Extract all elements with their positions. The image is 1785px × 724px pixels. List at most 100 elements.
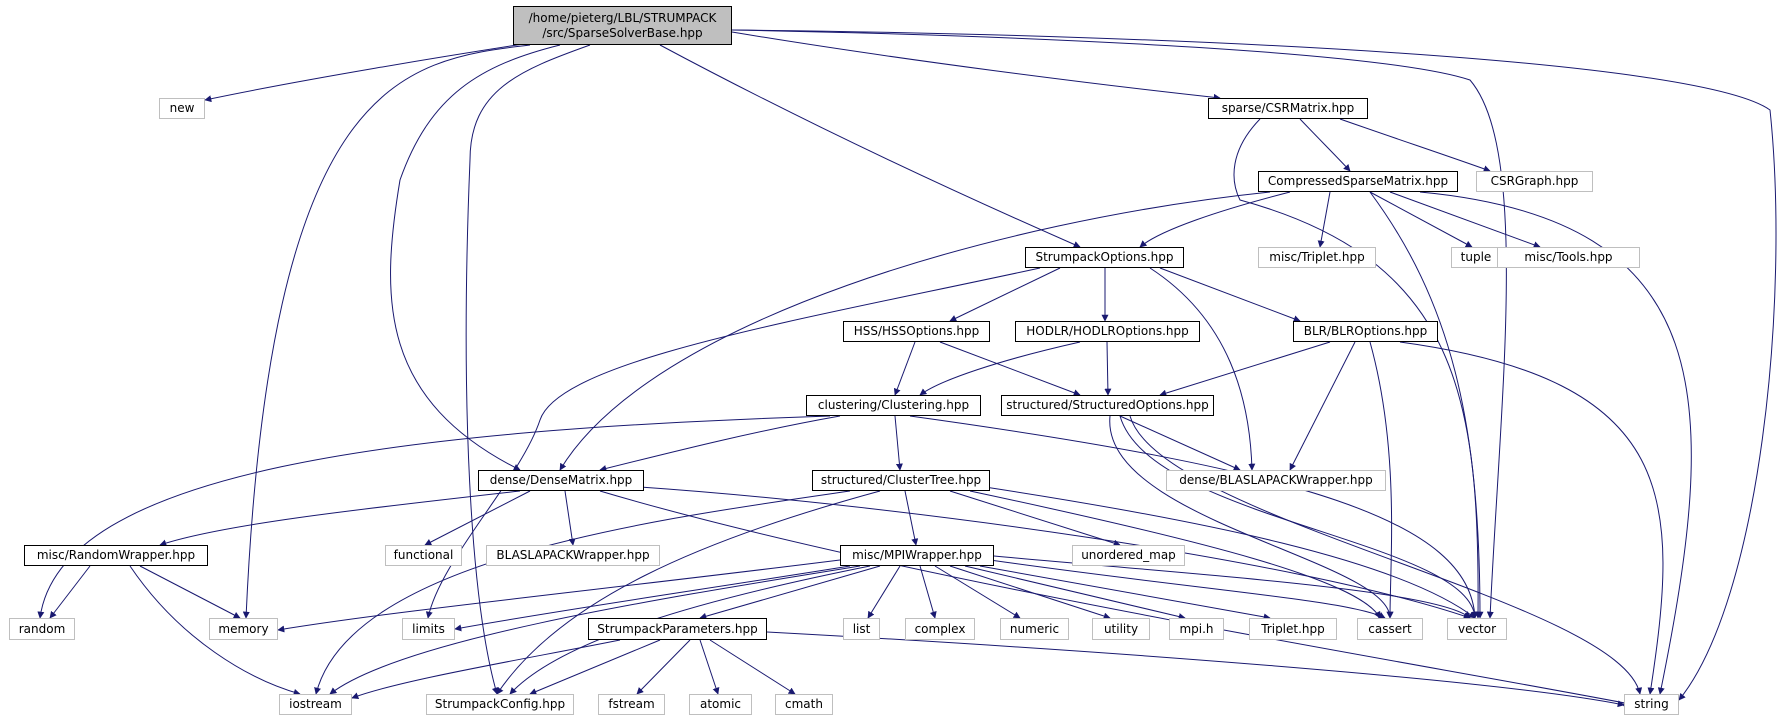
edge-mpi-memory [277,559,841,633]
edge-par-fstream [636,639,691,695]
node-strumpackoptions[interactable]: StrumpackOptions.hpp [1025,247,1184,268]
node-unordered-map[interactable]: unordered_map [1072,545,1185,566]
edge-clu-clustertree [894,415,903,471]
edge-sto-string [1129,415,1643,695]
edge-ct-cassert [969,490,1381,619]
edge-root-vector [731,29,1507,619]
edge-dm-blaslapack [564,490,576,546]
edge-sto-cassert [1109,415,1394,619]
node-hssoptions[interactable]: HSS/HSSOptions.hpp [843,321,990,342]
edge-clu-vector [909,415,1479,619]
edge-mpi-iostream [329,565,861,695]
node-iostream[interactable]: iostream [279,694,352,715]
edge-mpi-utility [949,565,1111,620]
edge-root-csrmatrix [731,31,1221,101]
node-random[interactable]: random [9,618,75,640]
edge-cmp-strumpackoptions [1139,191,1291,248]
node-triplet[interactable]: Triplet.hpp [1249,618,1337,640]
edge-mpi-cassert [989,559,1386,619]
edge-root-memory [242,44,531,619]
edge-root-strumpackconfig [465,44,591,695]
edge-mpi-params [699,565,881,620]
node-structuredoptions[interactable]: structured/StructuredOptions.hpp [1001,395,1214,416]
node-misc-triplet[interactable]: misc/Triplet.hpp [1258,247,1376,268]
edge-cmp-tuple [1369,191,1473,248]
node-strumpackparameters[interactable]: StrumpackParameters.hpp [588,618,767,640]
node-hodlroptions[interactable]: HODLR/HODLROptions.hpp [1015,321,1200,342]
node-blroptions[interactable]: BLR/BLROptions.hpp [1293,321,1438,342]
node-atomic[interactable]: atomic [689,694,752,715]
node-compressedsparsematrix[interactable]: CompressedSparseMatrix.hpp [1258,171,1458,192]
edge-par-config [529,639,661,695]
node-strumpackconfig[interactable]: StrumpackConfig.hpp [426,694,574,715]
node-mpiwrapper[interactable]: misc/MPIWrapper.hpp [840,545,994,566]
edge-hodlr-structuredopts [1104,341,1112,396]
node-new[interactable]: new [159,98,205,119]
edge-root-new [204,39,551,103]
node-complex[interactable]: complex [905,618,975,640]
edge-clu-densematrix [599,415,841,472]
node-misc-tools[interactable]: misc/Tools.hpp [1497,247,1640,268]
node-clustertree[interactable]: structured/ClusterTree.hpp [812,470,990,491]
edge-csr-csrgraph [1339,118,1491,173]
edge-mpi-limits [454,565,851,632]
node-sparsesolverbase[interactable]: /home/pieterg/LBL/STRUMPACK /src/SparseS… [513,6,732,45]
edge-cmp-string [1419,191,1692,695]
node-blaslapackwrapper[interactable]: BLASLAPACKWrapper.hpp [486,545,660,566]
edge-blr-cassert [1369,341,1394,619]
edge-cmp-triplet [1317,191,1331,248]
edge-dm-random [159,490,521,547]
dependency-edges [37,29,1777,708]
edge-ct-mpi [904,490,919,546]
edge-mpi-numeric [934,565,1021,619]
edge-so-blr [1159,267,1301,323]
edge-dm-vector [639,486,1471,620]
edge-blr-structuredopts [1159,341,1331,397]
node-randomwrapper[interactable]: misc/RandomWrapper.hpp [24,545,208,566]
node-csrgraph[interactable]: CSRGraph.hpp [1476,171,1593,192]
edge-par-atomic [699,639,720,695]
node-cmath[interactable]: cmath [775,694,833,715]
node-numeric[interactable]: numeric [1000,618,1069,640]
edge-ct-iostream [314,490,851,695]
node-memory[interactable]: memory [209,618,278,640]
edge-blr-string [1399,341,1664,695]
node-vector[interactable]: vector [1447,618,1507,640]
node-fstream[interactable]: fstream [598,694,665,715]
edge-hodlr-clustering [919,341,1081,396]
edge-root-string [731,29,1777,701]
node-string[interactable]: string [1624,694,1679,715]
node-tuple[interactable]: tuple [1451,247,1501,268]
edge-mpi-vector [993,555,1471,619]
node-list[interactable]: list [843,618,880,640]
edge-csr-compressed [1299,118,1351,172]
edge-par-cmath [709,639,796,695]
edge-hss-structuredopts [939,341,1081,397]
edge-dm-functional [424,490,531,546]
node-utility[interactable]: utility [1092,618,1150,640]
node-densematrix[interactable]: dense/DenseMatrix.hpp [478,470,644,491]
node-functional[interactable]: functional [385,545,462,566]
edge-root-densematrix [390,44,561,471]
edge-root-strumpackoptions [659,44,1081,248]
node-csrmatrix[interactable]: sparse/CSRMatrix.hpp [1208,98,1368,119]
edge-mpi-list [867,565,901,619]
node-dense-blaslapackwrapper[interactable]: dense/BLASLAPACKWrapper.hpp [1166,470,1386,491]
edge-cmp-tools [1389,191,1541,249]
edge-so-limits [425,267,1041,619]
edge-sto-blasdense [1119,415,1241,471]
node-cassert[interactable]: cassert [1357,618,1423,640]
edge-dm-string [599,490,1631,707]
edge-mpi-mpih [964,565,1186,620]
edge-so-hss [949,267,1061,322]
node-limits[interactable]: limits [402,618,455,640]
edge-blr-blasdense [1289,341,1356,471]
node-clustering[interactable]: clustering/Clustering.hpp [806,395,981,416]
edge-par-iostream [351,639,621,700]
node-mpi-h[interactable]: mpi.h [1169,618,1224,640]
edge-rw-memory [139,565,241,619]
edge-par-string [766,631,1625,708]
edge-rw-iostream [129,565,301,696]
edge-ct-config [496,490,881,695]
